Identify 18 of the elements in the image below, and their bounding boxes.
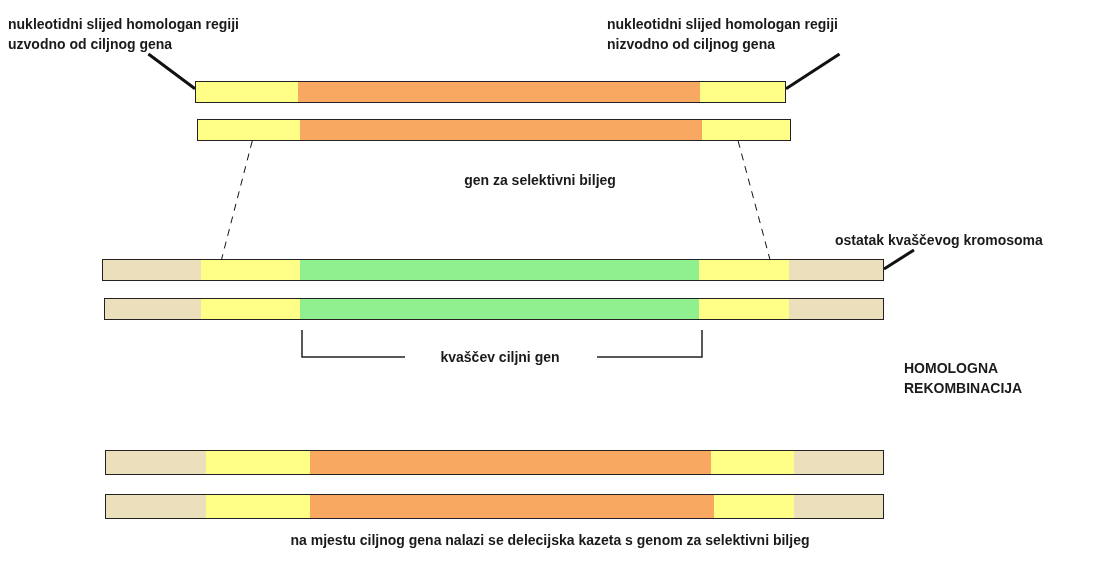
- label-text: HOMOLOGNA REKOMBINACIJA: [904, 359, 1024, 398]
- annotation-text: nukleotidni slijed homologan regiji uzvodno od ciljnog gena: [8, 14, 268, 54]
- dna-strand-bar: [105, 450, 884, 475]
- dna-strand-bar: [104, 298, 884, 320]
- dashed-line: [737, 140, 771, 260]
- dna-strand-bar: [102, 259, 884, 281]
- dna-strand-bar: [197, 119, 791, 141]
- label-text: gen za selektivni biljeg: [463, 171, 617, 190]
- label-text: na mjestu ciljnog gena nalazi se delecijska kazeta s genom za selektivni biljeg: [289, 531, 811, 550]
- label-text: kvaščev ciljni gen: [439, 348, 561, 367]
- annotation-text: ostatak kvaščevog kromosoma: [835, 230, 1043, 250]
- leader-line: [785, 52, 841, 90]
- dna-strand-bar: [105, 494, 884, 519]
- leader-line: [147, 52, 196, 90]
- annotation-text: nukleotidni slijed homologan regiji nizvodno od ciljnog gena: [607, 14, 857, 54]
- dna-strand-bar: [195, 81, 786, 103]
- dashed-line: [221, 140, 253, 260]
- leader-line: [883, 248, 915, 271]
